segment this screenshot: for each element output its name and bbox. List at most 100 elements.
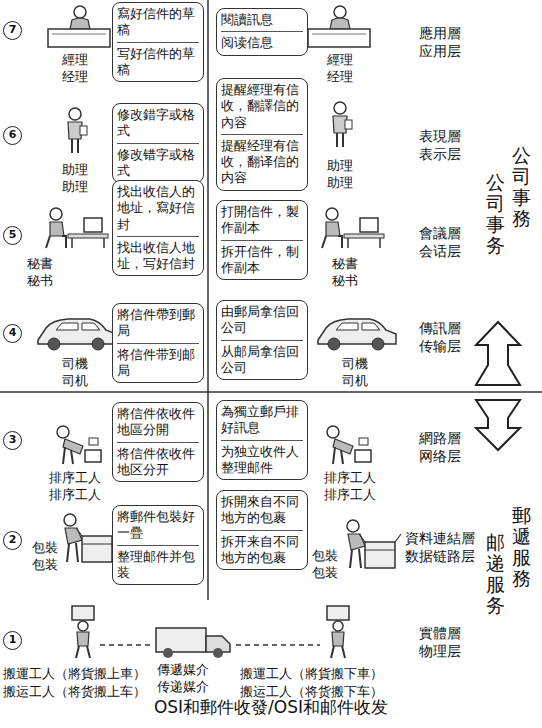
figure-label: 包裝 bbox=[312, 548, 338, 564]
layer-name: 會議層 bbox=[419, 225, 461, 243]
up-arrow bbox=[476, 322, 520, 385]
layer-name: 網路層 bbox=[419, 430, 461, 448]
layer-number: 6 bbox=[3, 126, 22, 145]
task-box: 為獨立郵戶排好訊息为独立收件人整理邮件 bbox=[216, 400, 308, 480]
figure-label: 排序工人 bbox=[49, 470, 101, 486]
figure-label: 司機 bbox=[62, 356, 88, 372]
task-box: 將信件帶到郵局将信件带到邮局 bbox=[112, 303, 204, 383]
group-label: 邮递服务 bbox=[486, 532, 505, 616]
layer-number: 7 bbox=[3, 21, 22, 40]
figure-label: 助理 bbox=[327, 158, 353, 174]
simplified-text: 从邮局拿信回公司 bbox=[221, 340, 303, 377]
traditional-text: 打開信件，製作副本 bbox=[221, 204, 303, 237]
group-label: 公司事务 bbox=[486, 172, 505, 256]
figure-label: 排序工人 bbox=[49, 487, 101, 503]
figure-label: 司機 bbox=[342, 356, 368, 372]
figure-label: 經理 bbox=[327, 52, 353, 68]
layer-name: 物理层 bbox=[419, 643, 461, 661]
assistant-figure bbox=[333, 102, 352, 147]
traditional-text: 將信件帶到郵局 bbox=[117, 307, 199, 340]
simplified-text: 修改错字或格式 bbox=[117, 143, 199, 180]
layer-name: 應用層 bbox=[419, 25, 461, 43]
simplified-text: 找出收信人地址，写好信封 bbox=[117, 236, 199, 273]
traditional-text: 由郵局拿信回公司 bbox=[221, 304, 303, 337]
layer-name: 表現層 bbox=[419, 128, 461, 146]
figure-label: 传递媒介 bbox=[157, 679, 209, 695]
down-arrow bbox=[476, 400, 520, 450]
simplified-text: 拆开信件，制作副本 bbox=[221, 240, 303, 277]
layer-name: 数据链路层 bbox=[405, 548, 475, 566]
figure-label: 司机 bbox=[62, 373, 88, 389]
transfer-line bbox=[100, 644, 320, 646]
assistant-figure bbox=[68, 108, 87, 153]
traditional-text: 修改錯字或格式 bbox=[117, 107, 199, 140]
figure-label: 秘书 bbox=[27, 273, 53, 289]
caption: OSI和郵件收發/OSI和邮件收发 bbox=[0, 696, 542, 719]
secretary-figure bbox=[322, 208, 384, 248]
traditional-text: 閱讀訊息 bbox=[221, 12, 303, 28]
layer-name: 資料連結層 bbox=[405, 530, 475, 548]
simplified-text: 整理邮件并包装 bbox=[117, 545, 199, 582]
layer-number: 3 bbox=[3, 431, 22, 450]
simplified-text: 提醒经理有信收，翻译信的内容 bbox=[221, 134, 303, 187]
car-figure bbox=[38, 319, 116, 350]
group-label: 郵遞服務 bbox=[512, 505, 531, 589]
simplified-text: 将信件依收件地区分开 bbox=[117, 442, 199, 479]
figure-label: 经理 bbox=[62, 69, 88, 85]
porter-figure bbox=[327, 606, 349, 658]
layer-name: 应用层 bbox=[419, 43, 461, 61]
traditional-text: 寫好信件的草稿 bbox=[117, 6, 199, 39]
layer-name: 网络层 bbox=[419, 448, 461, 466]
figure-label: 傳遞媒介 bbox=[157, 662, 209, 678]
traditional-text: 拆開來自不同地方的包裹 bbox=[221, 494, 303, 527]
figure-label: 经理 bbox=[327, 69, 353, 85]
figure-label: 排序工人 bbox=[324, 487, 376, 503]
figure-label: 包装 bbox=[32, 557, 58, 573]
task-box: 由郵局拿信回公司从邮局拿信回公司 bbox=[216, 300, 308, 380]
sorter-figure bbox=[327, 426, 371, 464]
task-box: 修改錯字或格式修改错字或格式 bbox=[112, 103, 204, 183]
figure-label: 助理 bbox=[62, 162, 88, 178]
figure-label: 秘書 bbox=[332, 256, 358, 272]
figure-label: 經理 bbox=[62, 52, 88, 68]
task-box: 拆開來自不同地方的包裹拆开来自不同地方的包裹 bbox=[216, 490, 308, 570]
group-label: 公司事務 bbox=[512, 145, 531, 229]
figure-label: 排序工人 bbox=[324, 470, 376, 486]
layer-name: 表示层 bbox=[419, 146, 461, 164]
layer-name: 實體層 bbox=[419, 625, 461, 643]
task-box: 寫好信件的草稿写好信件的草稿 bbox=[112, 2, 204, 82]
task-box: 將郵件包裝好一疊整理邮件并包装 bbox=[112, 505, 204, 585]
figure-label: 秘书 bbox=[332, 273, 358, 289]
layer-name: 会话层 bbox=[419, 243, 461, 261]
simplified-text: 将信件带到邮局 bbox=[117, 343, 199, 380]
traditional-text: 為獨立郵戶排好訊息 bbox=[221, 404, 303, 437]
simplified-text: 为独立收件人整理邮件 bbox=[221, 440, 303, 477]
car-figure bbox=[318, 319, 396, 350]
task-box: 閱讀訊息阅读信息 bbox=[216, 8, 308, 56]
traditional-text: 找出收信人的地址，寫好信封 bbox=[117, 184, 199, 233]
layer-number: 5 bbox=[3, 226, 22, 245]
figure-label: 包装 bbox=[312, 565, 338, 581]
traditional-text: 將郵件包裝好一疊 bbox=[117, 509, 199, 542]
layer-number: 2 bbox=[3, 531, 22, 550]
task-box: 提醒經理有信收，翻譯信的內容提醒经理有信收，翻译信的内容 bbox=[216, 78, 308, 191]
truck-figure bbox=[156, 628, 230, 658]
manager-figure bbox=[308, 6, 370, 47]
simplified-text: 阅读信息 bbox=[221, 31, 303, 51]
figure-label: 司机 bbox=[342, 373, 368, 389]
sorter-figure bbox=[57, 426, 101, 464]
figure-label: 助理 bbox=[62, 179, 88, 195]
layer-name: 傳訊層 bbox=[419, 320, 461, 338]
figure-label: 搬運工人（將貨搬上車） bbox=[3, 666, 146, 682]
task-box: 打開信件，製作副本拆开信件，制作副本 bbox=[216, 200, 308, 280]
figure-label: 助理 bbox=[327, 175, 353, 191]
manager-figure bbox=[48, 6, 110, 47]
figure-label: 搬运工人（将货搬上车） bbox=[3, 684, 146, 700]
center-divider bbox=[207, 0, 209, 600]
layer-number: 4 bbox=[3, 324, 22, 343]
simplified-text: 拆开来自不同地方的包裹 bbox=[221, 530, 303, 567]
layer-number: 1 bbox=[3, 631, 22, 650]
task-box: 找出收信人的地址，寫好信封找出收信人地址，写好信封 bbox=[112, 180, 204, 276]
simplified-text: 写好信件的草稿 bbox=[117, 42, 199, 79]
